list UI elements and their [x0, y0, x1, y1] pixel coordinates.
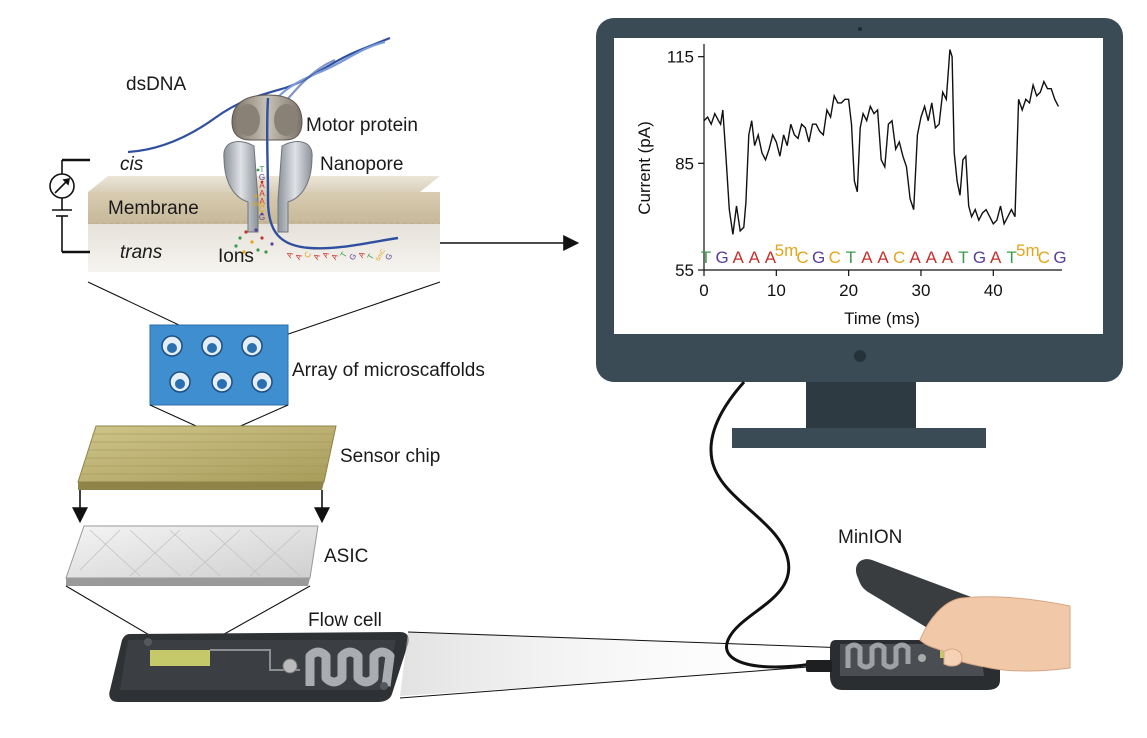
- sequence-base-label: 5m: [775, 241, 799, 260]
- trans-region: [88, 224, 440, 272]
- ion-dots: [234, 168, 274, 254]
- monitor-stand-neck: [806, 382, 916, 428]
- trans-base-letter: G: [347, 252, 358, 262]
- label-cis: cis: [120, 154, 144, 175]
- microscaffold-array: [149, 324, 289, 406]
- x-tick-label: 20: [839, 281, 858, 300]
- pore-modification-label: 5mC: [252, 202, 265, 208]
- sequence-base-label: T: [1007, 248, 1017, 267]
- sequence-base-label: G: [1053, 248, 1066, 267]
- label-trans: trans: [120, 242, 163, 263]
- usb-cable: [709, 381, 813, 669]
- pore-base-letter: G: [259, 173, 265, 182]
- y-axis-label: Current (pA): [635, 121, 654, 215]
- monitor-power-icon: [854, 350, 866, 362]
- sequence-base-label: C: [893, 248, 905, 267]
- trans-base-letter: 5mC: [375, 248, 387, 263]
- y-tick-label: 115: [667, 48, 694, 67]
- sequence-base-label: T: [846, 248, 856, 267]
- sequence-base-label: G: [812, 248, 825, 267]
- monitor: [596, 18, 1123, 448]
- pore-base-letter: T: [260, 165, 265, 174]
- monitor-screen: [614, 38, 1103, 334]
- sequence-base-label: C: [796, 248, 808, 267]
- label-membrane: Membrane: [108, 198, 199, 219]
- sequence-base-label: A: [877, 248, 889, 267]
- sequence-base-label: A: [926, 248, 938, 267]
- trans-base-letter: C: [302, 250, 313, 260]
- pore-base-letter: A: [259, 189, 265, 198]
- label-array: Array of microscaffolds: [292, 360, 485, 381]
- label-sensor-chip: Sensor chip: [340, 446, 440, 467]
- sequence-base-label: A: [942, 248, 954, 267]
- label-motor-protein: Motor protein: [306, 115, 418, 136]
- projection-beam: [399, 631, 849, 699]
- label-flow-cell: Flow cell: [308, 610, 382, 631]
- sensor-chip: [77, 425, 337, 490]
- sequence-base-label: A: [861, 248, 873, 267]
- sequence-base-label: C: [1038, 248, 1050, 267]
- trans-base-letter: A: [285, 250, 296, 260]
- sequence-base-label: T: [958, 248, 968, 267]
- sequence-base-label: G: [973, 248, 986, 267]
- monitor-stand-base: [732, 428, 986, 448]
- pore-base-letter: G: [259, 213, 265, 222]
- label-nanopore: Nanopore: [320, 154, 403, 175]
- y-tick-label: 85: [675, 154, 694, 173]
- x-tick-labels: 0 10 20 30 40: [699, 281, 1002, 300]
- x-tick-label: 10: [767, 281, 786, 300]
- sequence-base-label: A: [749, 248, 761, 267]
- nanopore: [223, 141, 313, 233]
- ammeter-circuit: [49, 158, 90, 254]
- x-tick-label: 40: [984, 281, 1003, 300]
- label-minion: MinION: [838, 527, 902, 548]
- membrane-panel: [87, 176, 441, 272]
- pore-base-letter: A: [259, 181, 265, 190]
- sequence-base-label: T: [701, 248, 711, 267]
- membrane-top-face: [88, 176, 440, 192]
- trans-base-letter: A: [330, 252, 341, 262]
- chip-to-asic-arrows: [72, 490, 330, 524]
- trans-base-letter: A: [321, 250, 332, 260]
- pore-base-letter: A: [259, 197, 265, 206]
- series-line-current: [703, 49, 1060, 235]
- trans-base-letter: T: [366, 252, 376, 261]
- y-tick-labels: 55 85 115: [667, 48, 694, 280]
- membrane-layer: [88, 192, 440, 224]
- ssdna-strand: [265, 97, 399, 250]
- label-ions: Ions: [218, 246, 254, 267]
- trans-base-letter: A: [357, 250, 368, 260]
- label-asic: ASIC: [324, 546, 368, 567]
- asic-chip: [65, 525, 319, 586]
- trans-base-letter: A: [312, 252, 323, 262]
- sequence-base-label: A: [910, 248, 922, 267]
- sequence-base-label: A: [990, 248, 1002, 267]
- x-axis-label: Time (ms): [844, 309, 920, 328]
- chart-axes: [698, 44, 1062, 276]
- trans-base-letter: G: [383, 252, 394, 262]
- x-tick-label: 0: [699, 281, 708, 300]
- pore-base-letter: C: [259, 205, 265, 214]
- sequence-base-label: C: [829, 248, 841, 267]
- sequence-base-label: 5m: [1016, 241, 1040, 260]
- sequence-base-label: G: [715, 248, 728, 267]
- x-tick-label: 30: [912, 281, 931, 300]
- flow-cell: [109, 632, 409, 702]
- trans-base-letter: A: [294, 252, 305, 262]
- hand: [919, 596, 1071, 672]
- label-dsdna: dsDNA: [126, 74, 187, 95]
- sequence-base-label: A: [733, 248, 745, 267]
- trans-base-letter: T: [339, 250, 349, 259]
- sequence-base-label: A: [765, 248, 777, 267]
- y-tick-label: 55: [675, 261, 694, 280]
